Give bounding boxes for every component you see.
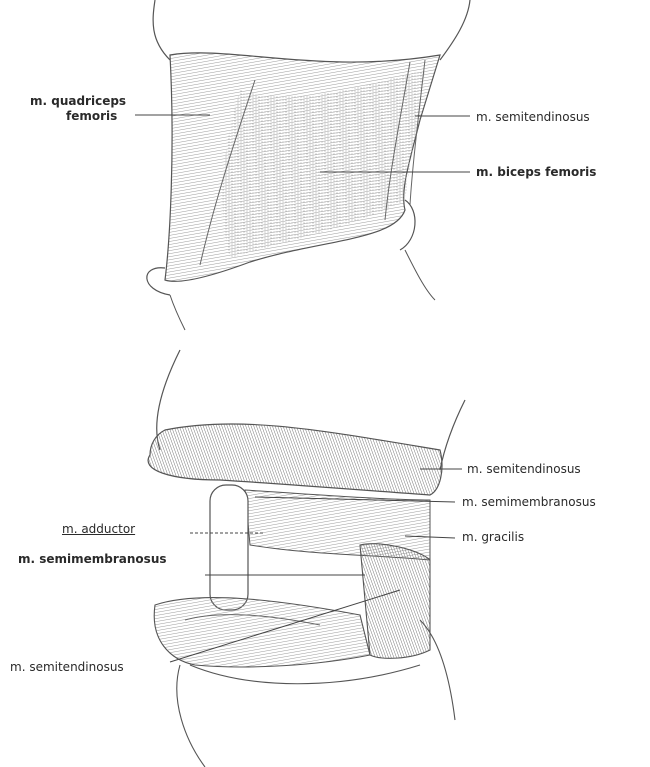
lower-base-outline (190, 665, 420, 684)
label-semitendinosus-left: m. semitendinosus (10, 660, 124, 674)
label-adductor: m. adductor (62, 522, 135, 536)
femur-bone (210, 485, 248, 610)
lower-leg-outline-right (440, 400, 465, 470)
label-biceps-femoris: m. biceps femoris (476, 165, 596, 179)
label-gracilis: m. gracilis (462, 530, 524, 544)
lower-leg-bottom-left (177, 665, 205, 767)
label-semitendinosus-top: m. semitendinosus (476, 110, 590, 124)
lower-top-slab (148, 424, 442, 495)
upper-leg-lower-right (405, 250, 435, 300)
label-semimembranosus-left: m. semimembranosus (18, 552, 167, 566)
upper-leg-lower-left (170, 295, 185, 330)
upper-muscle-shade (223, 70, 425, 258)
upper-leg-outline-left (153, 0, 170, 60)
label-quadriceps-line2: femoris (66, 109, 117, 123)
lower-thigh-section (148, 350, 465, 767)
label-quadriceps-line1: m. quadriceps (30, 94, 126, 108)
lower-right-slab (360, 544, 430, 659)
upper-thigh-section (147, 0, 470, 330)
label-semitendinosus-right: m. semitendinosus (467, 462, 581, 476)
label-semimembranosus-right: m. semimembranosus (462, 495, 596, 509)
upper-leg-outline-right (440, 0, 470, 60)
